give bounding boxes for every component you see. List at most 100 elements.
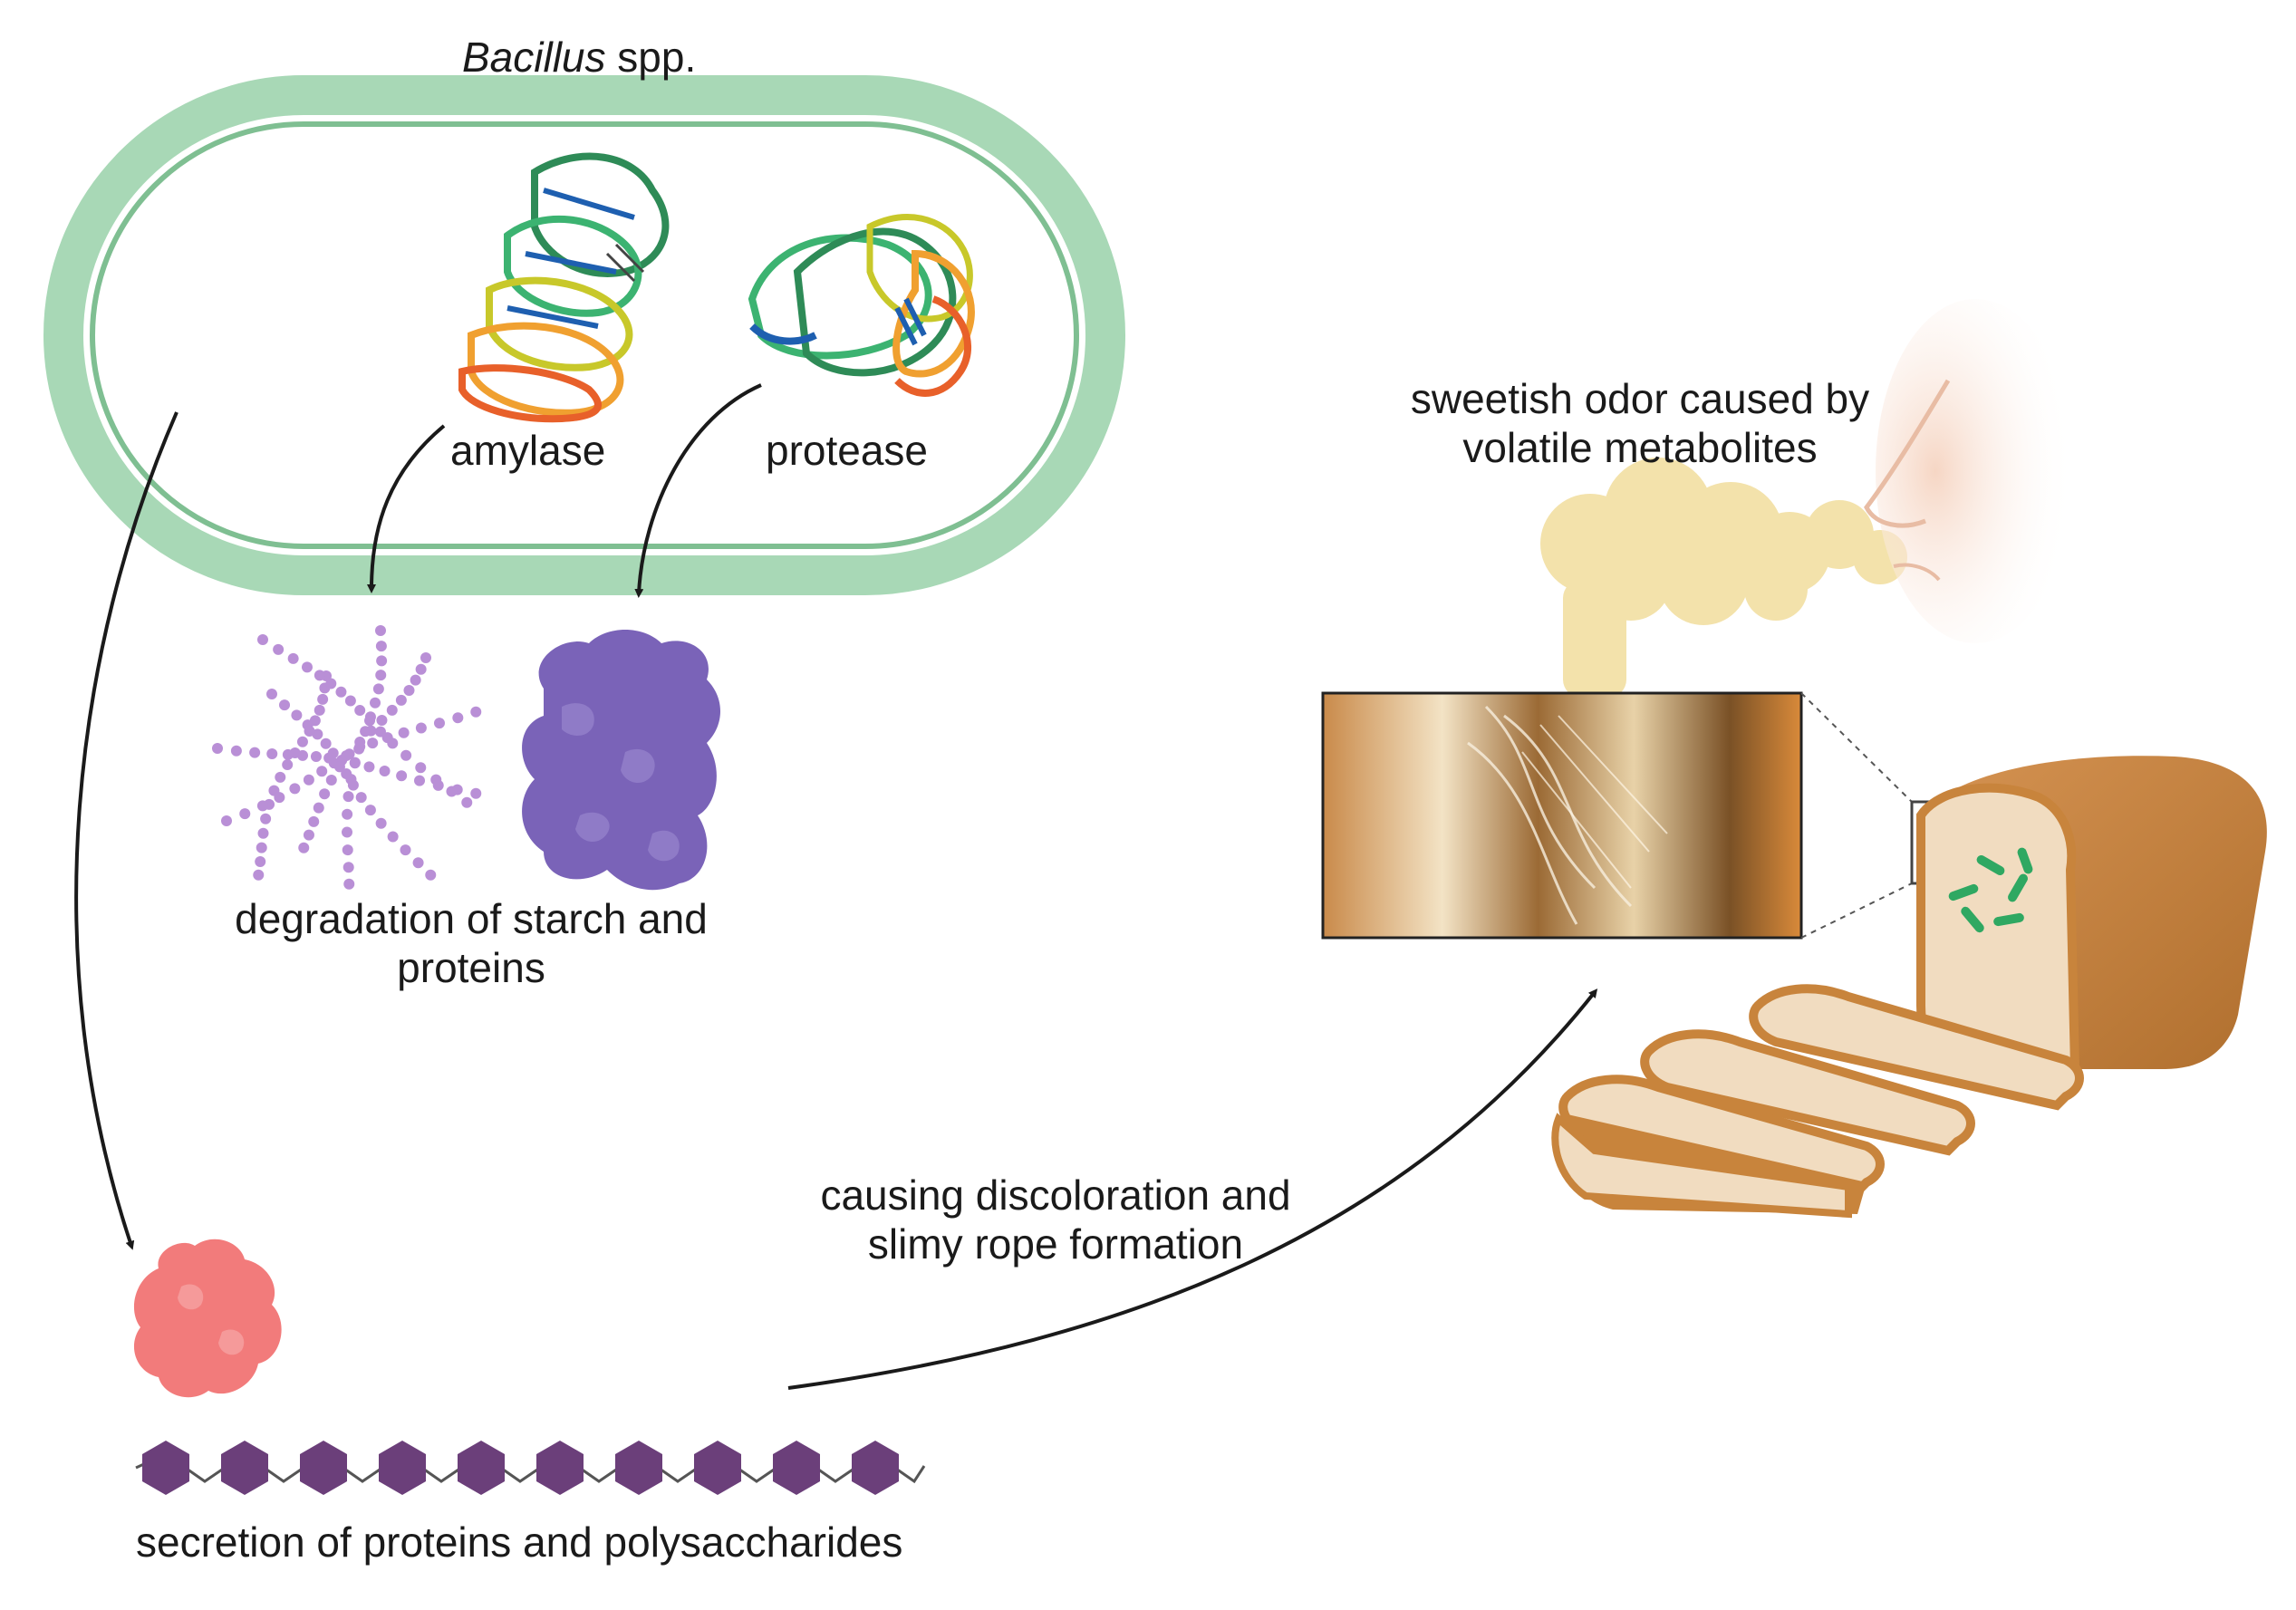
starch-dot (303, 774, 314, 786)
starch-dot (249, 747, 261, 758)
starch-dot (415, 722, 427, 734)
starch-dot (396, 770, 408, 782)
starch-dot (375, 670, 387, 681)
starch-dot (282, 759, 294, 771)
starch-dot (256, 800, 268, 812)
starch-dot (400, 749, 412, 761)
effect-line-1: causing discoloration and (820, 1171, 1291, 1219)
secretion-arrow (74, 411, 178, 1250)
starch-dot (355, 792, 367, 804)
starch-dot (363, 761, 375, 773)
degradation-line-2: proteins (397, 944, 545, 991)
bacillus-title: Bacillus spp. (462, 34, 697, 81)
sugar-hexagon (379, 1441, 426, 1495)
sugar-hexagon (300, 1441, 347, 1495)
starch-dot (310, 750, 322, 762)
sugar-hexagon (458, 1441, 505, 1495)
starch-dot (221, 815, 232, 826)
starch-dot (266, 747, 278, 759)
starch-dot (374, 726, 386, 738)
starch-dot (335, 686, 347, 698)
sugar-hexagon (852, 1441, 899, 1495)
starch-dot (344, 695, 356, 707)
protein-blob-icon (522, 630, 720, 891)
starch-dot (230, 745, 242, 757)
starch-dot (375, 641, 387, 652)
sugar-hexagon (694, 1441, 741, 1495)
starch-dot (256, 842, 267, 853)
starch-dot (275, 771, 286, 783)
starch-dot (260, 813, 272, 824)
starch-dot (279, 699, 291, 711)
starch-dot (376, 714, 388, 726)
starch-dot (327, 747, 339, 759)
starch-dot (342, 791, 354, 803)
protease-arrow (634, 383, 762, 598)
starch-dot (349, 757, 361, 768)
starch-dot (342, 808, 353, 820)
polysaccharide-chain-icon (135, 1441, 926, 1495)
starch-dot (379, 766, 391, 777)
sugar-hexagon (773, 1441, 820, 1495)
starch-dot (314, 670, 325, 681)
starch-dot (325, 678, 337, 689)
starch-dot (410, 674, 421, 686)
starch-dot (367, 738, 379, 749)
starch-dot (376, 655, 388, 667)
starch-dot (412, 857, 424, 869)
starch-dot (298, 842, 310, 853)
starch-dot (342, 862, 354, 873)
starch-dot (364, 805, 376, 816)
starch-dot (400, 844, 411, 856)
starch-dot (446, 786, 458, 797)
starch-dot (395, 694, 407, 706)
nose-face-icon (1864, 299, 2075, 643)
starch-dot (253, 869, 265, 881)
starch-dot (343, 878, 355, 890)
starch-dot (354, 737, 366, 748)
starch-dot (342, 826, 353, 838)
starch-dot (354, 705, 366, 717)
starch-dot (403, 684, 415, 696)
starch-dot (470, 787, 482, 799)
sugar-hexagon (536, 1441, 584, 1495)
starch-dot (308, 815, 320, 827)
starch-dot (274, 792, 285, 804)
starch-dot (303, 829, 314, 841)
degradation-label: degradation of starch and proteins (208, 894, 734, 992)
starch-dot (430, 774, 442, 786)
degradation-line-1: degradation of starch and (235, 895, 708, 942)
secretion-label: secretion of proteins and polysaccharide… (136, 1518, 903, 1566)
starch-dot (325, 775, 337, 786)
starch-dot (333, 761, 345, 773)
starch-dot (266, 689, 277, 699)
arrows (74, 383, 1598, 1390)
odor-cloud-icon (1540, 458, 1907, 698)
amylase-structure-icon (458, 152, 670, 423)
starch-dot (289, 783, 301, 795)
starch-dot (296, 736, 308, 747)
starch-dot (212, 743, 223, 754)
starch-dot (345, 774, 357, 786)
bacillus-cell (43, 75, 1125, 595)
starch-dot (255, 855, 266, 867)
starch-dot (313, 802, 324, 814)
starch-dot (387, 738, 399, 749)
starch-dot (319, 788, 331, 800)
bacteria-icon (1948, 847, 2033, 933)
starch-dot (316, 766, 328, 777)
starch-dot (452, 712, 464, 724)
amylase-label: amylase (450, 427, 606, 474)
starch-dot (317, 693, 329, 705)
starch-dot (257, 827, 269, 839)
sugar-hexagon (221, 1441, 268, 1495)
bread-loaf-icon (1551, 756, 2267, 1219)
starch-dot (386, 704, 398, 716)
starch-dot (301, 661, 313, 673)
sugar-hexagon (615, 1441, 662, 1495)
starch-dot (375, 625, 386, 636)
starch-dot (287, 652, 299, 664)
starch-dot (291, 709, 303, 721)
protease-structure-icon (748, 214, 975, 397)
